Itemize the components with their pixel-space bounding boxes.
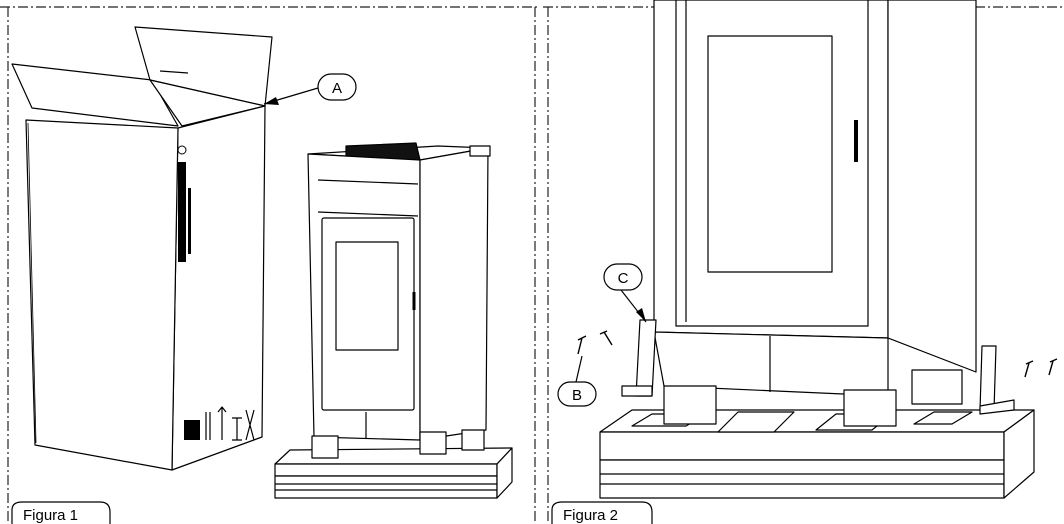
figure-1-caption-text: Figura 1	[23, 507, 78, 524]
callout-c: C	[603, 263, 647, 323]
callout-b-label: B	[572, 387, 582, 404]
box-brand-logo	[177, 145, 191, 262]
figure-1	[11, 26, 513, 499]
box-fragile-symbols	[184, 406, 255, 441]
bracket-left	[621, 319, 657, 397]
figure-2-caption-text: Figura 2	[563, 507, 618, 524]
callout-a: A	[263, 73, 357, 105]
callout-c-label: C	[618, 270, 629, 287]
figure-1-caption: Figura 1	[11, 501, 111, 524]
pallet-figure-1	[274, 429, 513, 499]
cardboard-box	[11, 26, 273, 471]
stove-figure-2	[653, 0, 977, 427]
callout-b: B	[557, 355, 597, 407]
stove-figure-1	[307, 142, 491, 441]
screws-b	[577, 330, 1058, 378]
figure-2	[577, 0, 1058, 499]
figure-2-caption: Figura 2	[551, 501, 653, 524]
bracket-right	[979, 345, 1015, 415]
pallet-figure-2	[599, 409, 1035, 499]
callout-a-label: A	[332, 80, 342, 97]
